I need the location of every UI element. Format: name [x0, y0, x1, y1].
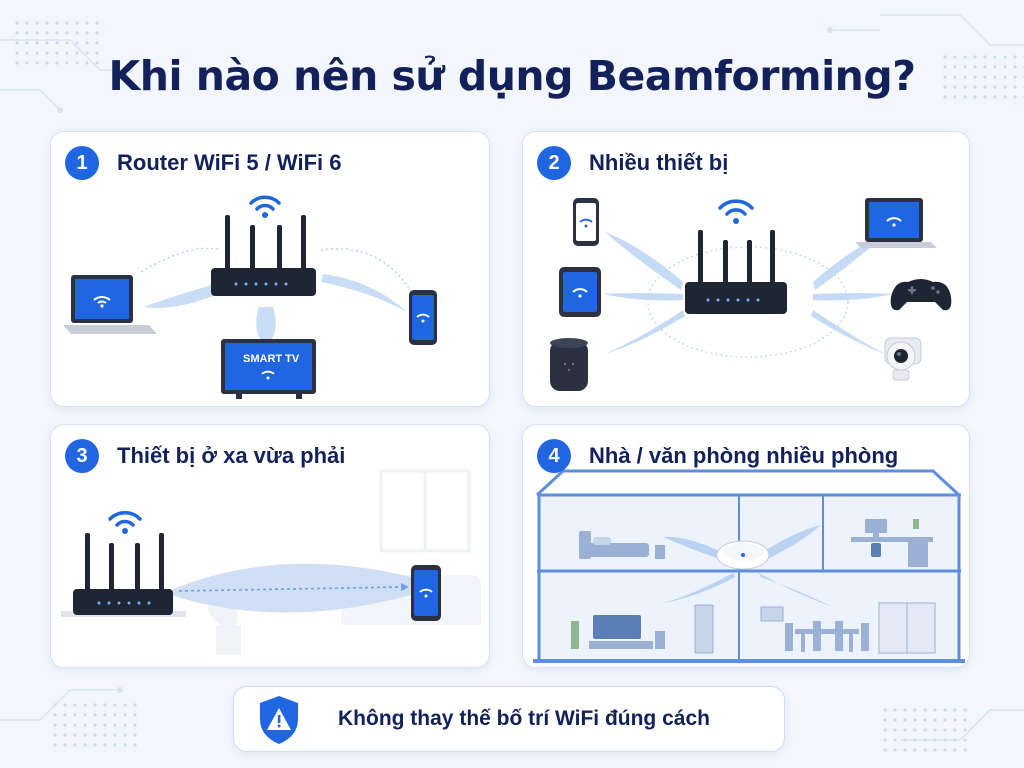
step-number-4: 4: [537, 439, 571, 473]
dining-room-icon: [760, 602, 936, 654]
panel-1-scene: [63, 195, 437, 399]
router-icon: [685, 230, 787, 314]
wifi-icon: [718, 199, 754, 224]
beam-to-laptop: [143, 282, 223, 308]
phone-icon: [573, 198, 599, 246]
bg-dots-bottom-left: [50, 700, 140, 750]
warning-shield-icon: [260, 696, 298, 744]
tv-label: SMART TV: [243, 353, 300, 365]
beam-to-tv: [256, 307, 276, 347]
tablet-icon: [559, 267, 601, 317]
beam-to-phone: [321, 274, 407, 312]
room-background: [207, 469, 481, 655]
laptop-icon: [63, 275, 157, 334]
panel-router-wifi: 1 Router WiFi 5 / WiFi 6: [50, 131, 490, 407]
page-title: Khi nào nên sử dụng Beamforming?: [108, 52, 916, 100]
step-number-2: 2: [537, 146, 571, 180]
step-number-3: 3: [65, 439, 99, 473]
panel-title-1: Router WiFi 5 / WiFi 6: [117, 150, 342, 175]
laptop-icon: [855, 198, 937, 248]
bg-dots-bottom-right: [880, 705, 970, 755]
panel-distance: 3 Thiết bị ở xa vừa phải: [50, 424, 490, 668]
step-number-1: 1: [65, 146, 99, 180]
panel-many-devices: 2 Nhiều thiết bị: [522, 131, 970, 407]
bg-dots-top-right: [940, 52, 1024, 102]
house-icon: [533, 469, 965, 663]
panel-title-4: Nhà / văn phòng nhiều phòng: [589, 443, 899, 468]
panel-title-3: Thiết bị ở xa vừa phải: [117, 443, 346, 468]
phone-icon: [411, 565, 441, 621]
living-room-icon: [571, 604, 714, 654]
desk-icon: [851, 519, 933, 567]
panel-title-2: Nhiều thiết bị: [589, 150, 729, 175]
router-icon: [73, 533, 173, 615]
panel-multi-room: 4 Nhà / văn phòng nhiều phòng: [522, 424, 970, 668]
warning-text: Không thay thế bố trí WiFi đúng cách: [338, 707, 710, 730]
camera-icon: [884, 337, 922, 381]
warning-box: Không thay thế bố trí WiFi đúng cách: [233, 686, 785, 752]
router-icon: [211, 215, 316, 296]
tv-icon: [221, 339, 316, 399]
beam-to-phone: [171, 563, 421, 613]
smart-speaker-icon: [550, 338, 588, 391]
wifi-icon: [108, 511, 142, 534]
gamepad-icon: [890, 279, 952, 311]
panel-3-scene: [61, 469, 481, 655]
wifi-icon: [249, 195, 281, 218]
phone-icon: [409, 290, 437, 345]
bed-icon: [579, 531, 665, 559]
access-point-icon: [716, 540, 770, 570]
panel-2-scene: [550, 198, 952, 391]
